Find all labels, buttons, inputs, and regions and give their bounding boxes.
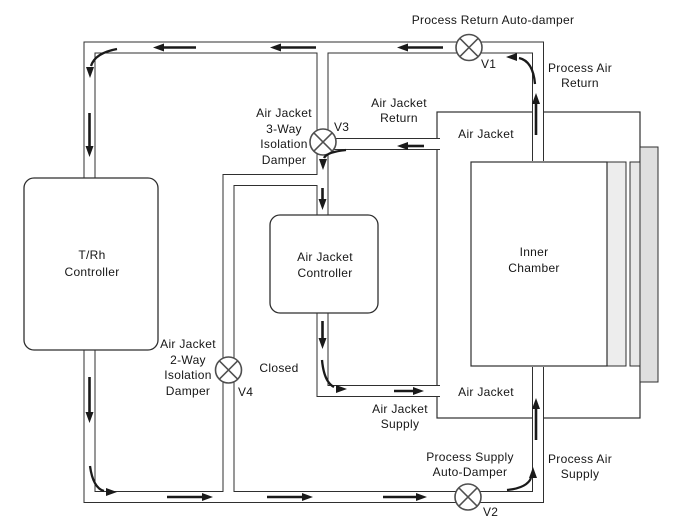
process-supply-auto-damper-label: Process Supply Auto-Damper bbox=[426, 450, 514, 479]
air-jacket-2way-isolation-damper-label: Air Jacket 2-Way Isolation Damper bbox=[160, 337, 216, 398]
outer-wall-bar bbox=[639, 146, 659, 383]
closed-status-label: Closed bbox=[259, 361, 299, 375]
flow-curve-arrow bbox=[322, 148, 347, 159]
flow-curve-arrow bbox=[506, 477, 533, 492]
valve-v3-label: V3 bbox=[334, 120, 350, 134]
trh-controller-label: T/Rh Controller bbox=[64, 248, 120, 279]
valve-v4-label: V4 bbox=[238, 385, 254, 399]
flow-curve-arrow bbox=[320, 359, 335, 389]
valve-icons bbox=[214, 33, 483, 511]
air-jacket-controller-label: Air Jacket Controller bbox=[297, 250, 353, 280]
flow-curve-arrow bbox=[518, 56, 537, 85]
valve-v4-icon bbox=[214, 356, 243, 384]
wall-strip bbox=[629, 161, 641, 367]
flow-arrows bbox=[85, 43, 540, 501]
process-air-supply-label: Process Air Supply bbox=[548, 452, 612, 481]
process-return-auto-damper-label: Process Return Auto-damper bbox=[411, 13, 575, 27]
trh-controller-box bbox=[23, 177, 159, 351]
air-jacket-top-label: Air Jacket bbox=[458, 127, 514, 141]
air-jacket-3way-isolation-damper-label: Air Jacket 3-Way Isolation Damper bbox=[256, 106, 312, 167]
inner-chamber-label: Inner Chamber bbox=[508, 245, 560, 275]
valve-v2-icon bbox=[454, 483, 482, 511]
air-jacket-controller-box bbox=[269, 214, 379, 314]
air-jacket-bottom-label: Air Jacket bbox=[458, 385, 514, 399]
flow-curve-arrow bbox=[89, 47, 118, 67]
process-air-return-label: Process Air Return bbox=[548, 61, 612, 90]
air-jacket-return-label: Air Jacket Return bbox=[371, 96, 427, 125]
inner-chamber-box bbox=[470, 161, 608, 367]
valve-v3-icon bbox=[309, 128, 337, 156]
valve-v1-label: V1 bbox=[481, 57, 497, 71]
inner-wall-bar bbox=[606, 161, 627, 367]
air-jacket-supply-duct bbox=[316, 312, 440, 397]
valve-v2-label: V2 bbox=[483, 505, 499, 519]
air-jacket-supply-label: Air Jacket Supply bbox=[372, 402, 428, 431]
valve-v1-icon bbox=[455, 33, 483, 62]
flow-curve-arrow bbox=[88, 465, 105, 493]
